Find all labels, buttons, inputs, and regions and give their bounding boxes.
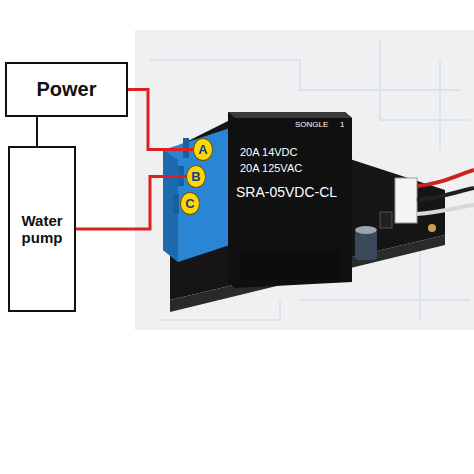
terminal-circle: B bbox=[186, 165, 206, 188]
relay-marking: 1 bbox=[340, 120, 344, 129]
wire-white bbox=[417, 205, 474, 214]
relay-marking: 20A 125VAC bbox=[240, 162, 302, 174]
wire bbox=[37, 117, 38, 146]
relay-marking: SONGLE bbox=[295, 120, 328, 129]
relay-marking: 20A 14VDC bbox=[240, 146, 297, 158]
terminal-block-side bbox=[163, 150, 178, 262]
power-box: Power bbox=[5, 62, 128, 117]
wire-red bbox=[417, 170, 474, 186]
connector-housing bbox=[395, 178, 417, 223]
circuit-traces bbox=[150, 40, 470, 320]
relay-base bbox=[240, 250, 340, 280]
transistor bbox=[380, 212, 392, 228]
wire-line bbox=[128, 90, 193, 150]
terminal-circle: A bbox=[193, 138, 213, 161]
pump-box: Water pump bbox=[8, 146, 76, 312]
relay-body bbox=[228, 112, 352, 288]
board-background bbox=[135, 30, 474, 330]
relay-top bbox=[228, 112, 352, 118]
wire bbox=[76, 177, 186, 230]
wire-line bbox=[36, 117, 38, 146]
terminal-circle: C bbox=[180, 192, 200, 215]
wire-line bbox=[76, 177, 186, 230]
capacitor-top bbox=[355, 226, 377, 234]
node-text: B bbox=[191, 169, 200, 184]
wire bbox=[128, 90, 193, 150]
node-text: C bbox=[185, 196, 194, 211]
wire-black bbox=[417, 188, 474, 200]
mount-hole bbox=[428, 224, 436, 232]
node-text: A bbox=[198, 142, 207, 157]
capacitor bbox=[355, 230, 377, 260]
relay-marking: SRA-05VDC-CL bbox=[236, 184, 337, 200]
node-text: Water pump bbox=[10, 212, 74, 246]
node-text: Power bbox=[36, 78, 96, 101]
